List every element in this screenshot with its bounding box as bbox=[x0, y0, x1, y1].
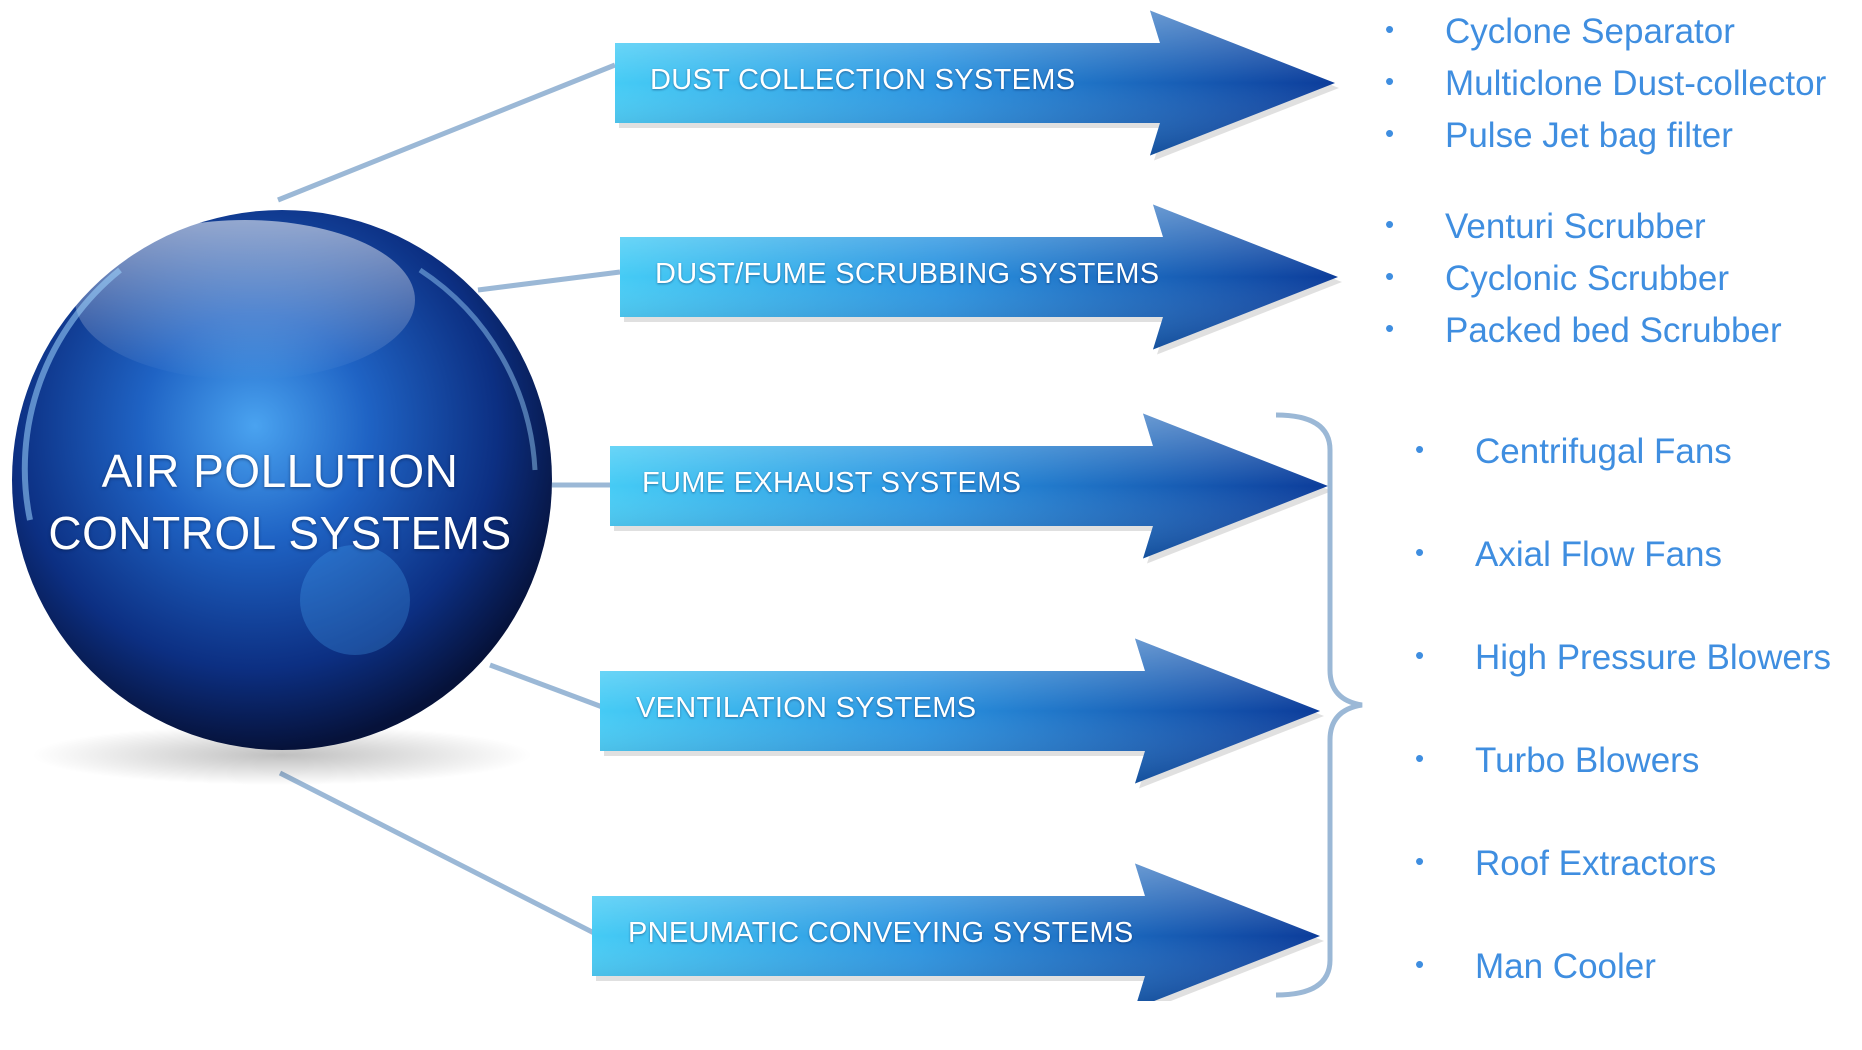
bullet-icon: • bbox=[1415, 846, 1425, 876]
sphere-rim-light-left bbox=[21, 267, 122, 521]
arrow-shade-pneumatic bbox=[592, 863, 1320, 1001]
list-item-text: High Pressure Blowers bbox=[1475, 638, 1831, 677]
bullet-icon: • bbox=[1385, 209, 1395, 239]
list-item-text: Packed bed Scrubber bbox=[1445, 311, 1782, 350]
bullet-icon: • bbox=[1385, 261, 1395, 291]
sphere-rim-light-right bbox=[418, 267, 538, 471]
list-item-text: Venturi Scrubber bbox=[1445, 207, 1706, 246]
list-item-text: Cyclone Separator bbox=[1445, 12, 1735, 51]
arrow-label-dust-collection: DUST COLLECTION SYSTEMS bbox=[650, 64, 1076, 96]
list-item-text: Cyclonic Scrubber bbox=[1445, 259, 1729, 298]
arrow-label-fume-exhaust: FUME EXHAUST SYSTEMS bbox=[642, 467, 1022, 499]
bullet-icon: • bbox=[1385, 66, 1395, 96]
central-sphere bbox=[12, 210, 552, 785]
center-title-line2: CONTROL SYSTEMS bbox=[48, 507, 512, 559]
list-item-text: Centrifugal Fans bbox=[1475, 432, 1732, 471]
bullet-icon: • bbox=[1385, 313, 1395, 343]
list-item-text: Axial Flow Fans bbox=[1475, 535, 1723, 574]
bullet-icon: • bbox=[1415, 537, 1425, 567]
sphere-glint bbox=[300, 545, 410, 655]
center-title-line1: AIR POLLUTION bbox=[101, 445, 459, 497]
list-item-text: Man Cooler bbox=[1475, 947, 1656, 986]
arrow-shade-scrubbing bbox=[620, 204, 1338, 350]
list-item-text: Turbo Blowers bbox=[1475, 741, 1700, 780]
sphere-shadow bbox=[32, 725, 532, 785]
list-item-text: Multiclone Dust-collector bbox=[1445, 64, 1827, 103]
connector-pneumatic bbox=[278, 770, 600, 938]
list-item-text: Pulse Jet bag filter bbox=[1445, 116, 1733, 155]
diagram-canvas bbox=[12, 10, 1363, 1001]
connector-ventilation bbox=[489, 662, 606, 711]
bullet-icon: • bbox=[1415, 640, 1425, 670]
bullet-icon: • bbox=[1415, 434, 1425, 464]
bullet-icon: • bbox=[1415, 743, 1425, 773]
fan-items-bracket bbox=[1275, 412, 1363, 998]
connector-scrubbing bbox=[477, 269, 621, 293]
arrow-shade-dust-collection bbox=[615, 10, 1335, 156]
connector-dust-collection bbox=[277, 62, 616, 203]
connector-lines bbox=[277, 62, 621, 938]
sphere-gloss-top bbox=[75, 220, 415, 380]
arrow-shade-ventilation bbox=[600, 638, 1320, 784]
bullet-icon: • bbox=[1415, 949, 1425, 979]
arrow-shade-fume-exhaust bbox=[610, 413, 1328, 559]
arrow-label-scrubbing: DUST/FUME SCRUBBING SYSTEMS bbox=[655, 258, 1160, 290]
bullet-icon: • bbox=[1385, 14, 1395, 44]
list-item-text: Roof Extractors bbox=[1475, 844, 1717, 883]
arrow-label-ventilation: VENTILATION SYSTEMS bbox=[636, 692, 977, 724]
bullet-icon: • bbox=[1385, 118, 1395, 148]
arrow-label-pneumatic: PNEUMATIC CONVEYING SYSTEMS bbox=[628, 917, 1134, 949]
center-title: AIR POLLUTION CONTROL SYSTEMS bbox=[40, 440, 520, 564]
arrows-layer bbox=[592, 10, 1342, 1001]
